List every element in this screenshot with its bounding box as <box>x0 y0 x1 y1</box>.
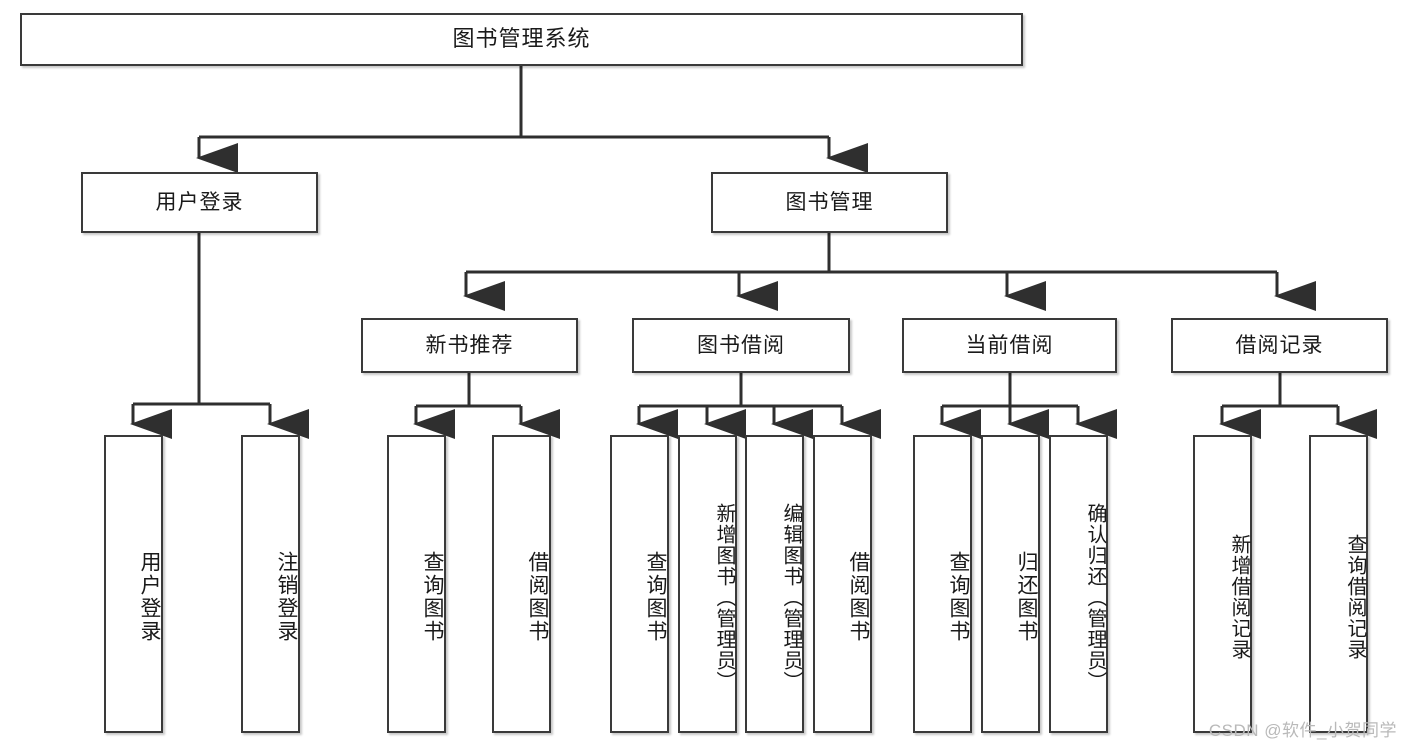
node-leaf-confirm-return[interactable]: 确认归还（管理员） <box>1049 435 1108 733</box>
node-borrow-record-label: 借阅记录 <box>1235 333 1324 357</box>
node-leaf-query-book-3[interactable]: 查询图书 <box>913 435 972 733</box>
node-book-manage[interactable]: 图书管理 <box>711 172 948 233</box>
node-leaf-edit-book[interactable]: 编辑图书（管理员） <box>745 435 804 733</box>
node-current-borrow-label: 当前借阅 <box>965 333 1054 357</box>
node-leaf-borrow-book-2[interactable]: 借阅图书 <box>813 435 872 733</box>
node-leaf-borrow-book-1-label: 借阅图书 <box>526 551 549 643</box>
node-leaf-borrow-book-2-label: 借阅图书 <box>847 551 870 643</box>
node-book-borrow[interactable]: 图书借阅 <box>632 318 850 373</box>
node-current-borrow[interactable]: 当前借阅 <box>902 318 1117 373</box>
node-borrow-record[interactable]: 借阅记录 <box>1171 318 1388 373</box>
node-leaf-logout-login-label: 注销登录 <box>275 551 298 643</box>
node-leaf-return-book-label: 归还图书 <box>1015 551 1038 643</box>
node-leaf-add-record[interactable]: 新增借阅记录 <box>1193 435 1252 733</box>
node-leaf-return-book[interactable]: 归还图书 <box>981 435 1040 733</box>
node-leaf-query-record-label: 查询借阅记录 <box>1344 534 1366 660</box>
node-leaf-query-book-1-label: 查询图书 <box>421 551 444 643</box>
csdn-watermark: CSDN @软件_小贺同学 <box>1208 721 1397 740</box>
node-new-book-rec-label: 新书推荐 <box>425 333 514 357</box>
node-leaf-query-record[interactable]: 查询借阅记录 <box>1309 435 1368 733</box>
node-leaf-add-book-label: 新增图书（管理员） <box>713 502 735 692</box>
node-book-manage-label: 图书管理 <box>785 190 874 214</box>
node-user-login-label: 用户登录 <box>155 190 244 214</box>
node-leaf-user-login-label: 用户登录 <box>138 551 161 643</box>
node-leaf-edit-book-label: 编辑图书（管理员） <box>780 502 802 692</box>
node-leaf-logout-login[interactable]: 注销登录 <box>241 435 300 733</box>
node-root-label: 图书管理系统 <box>452 26 591 52</box>
node-leaf-query-book-2[interactable]: 查询图书 <box>610 435 669 733</box>
node-leaf-add-book[interactable]: 新增图书（管理员） <box>678 435 737 733</box>
node-root[interactable]: 图书管理系统 <box>20 13 1023 66</box>
node-new-book-rec[interactable]: 新书推荐 <box>361 318 578 373</box>
node-leaf-add-record-label: 新增借阅记录 <box>1228 534 1250 660</box>
node-user-login[interactable]: 用户登录 <box>81 172 318 233</box>
node-leaf-user-login[interactable]: 用户登录 <box>104 435 163 733</box>
node-leaf-borrow-book-1[interactable]: 借阅图书 <box>492 435 551 733</box>
node-book-borrow-label: 图书借阅 <box>697 333 785 357</box>
node-leaf-query-book-3-label: 查询图书 <box>947 551 970 643</box>
node-leaf-query-book-1[interactable]: 查询图书 <box>387 435 446 733</box>
node-leaf-query-book-2-label: 查询图书 <box>644 551 667 643</box>
node-leaf-confirm-return-label: 确认归还（管理员） <box>1084 502 1106 692</box>
